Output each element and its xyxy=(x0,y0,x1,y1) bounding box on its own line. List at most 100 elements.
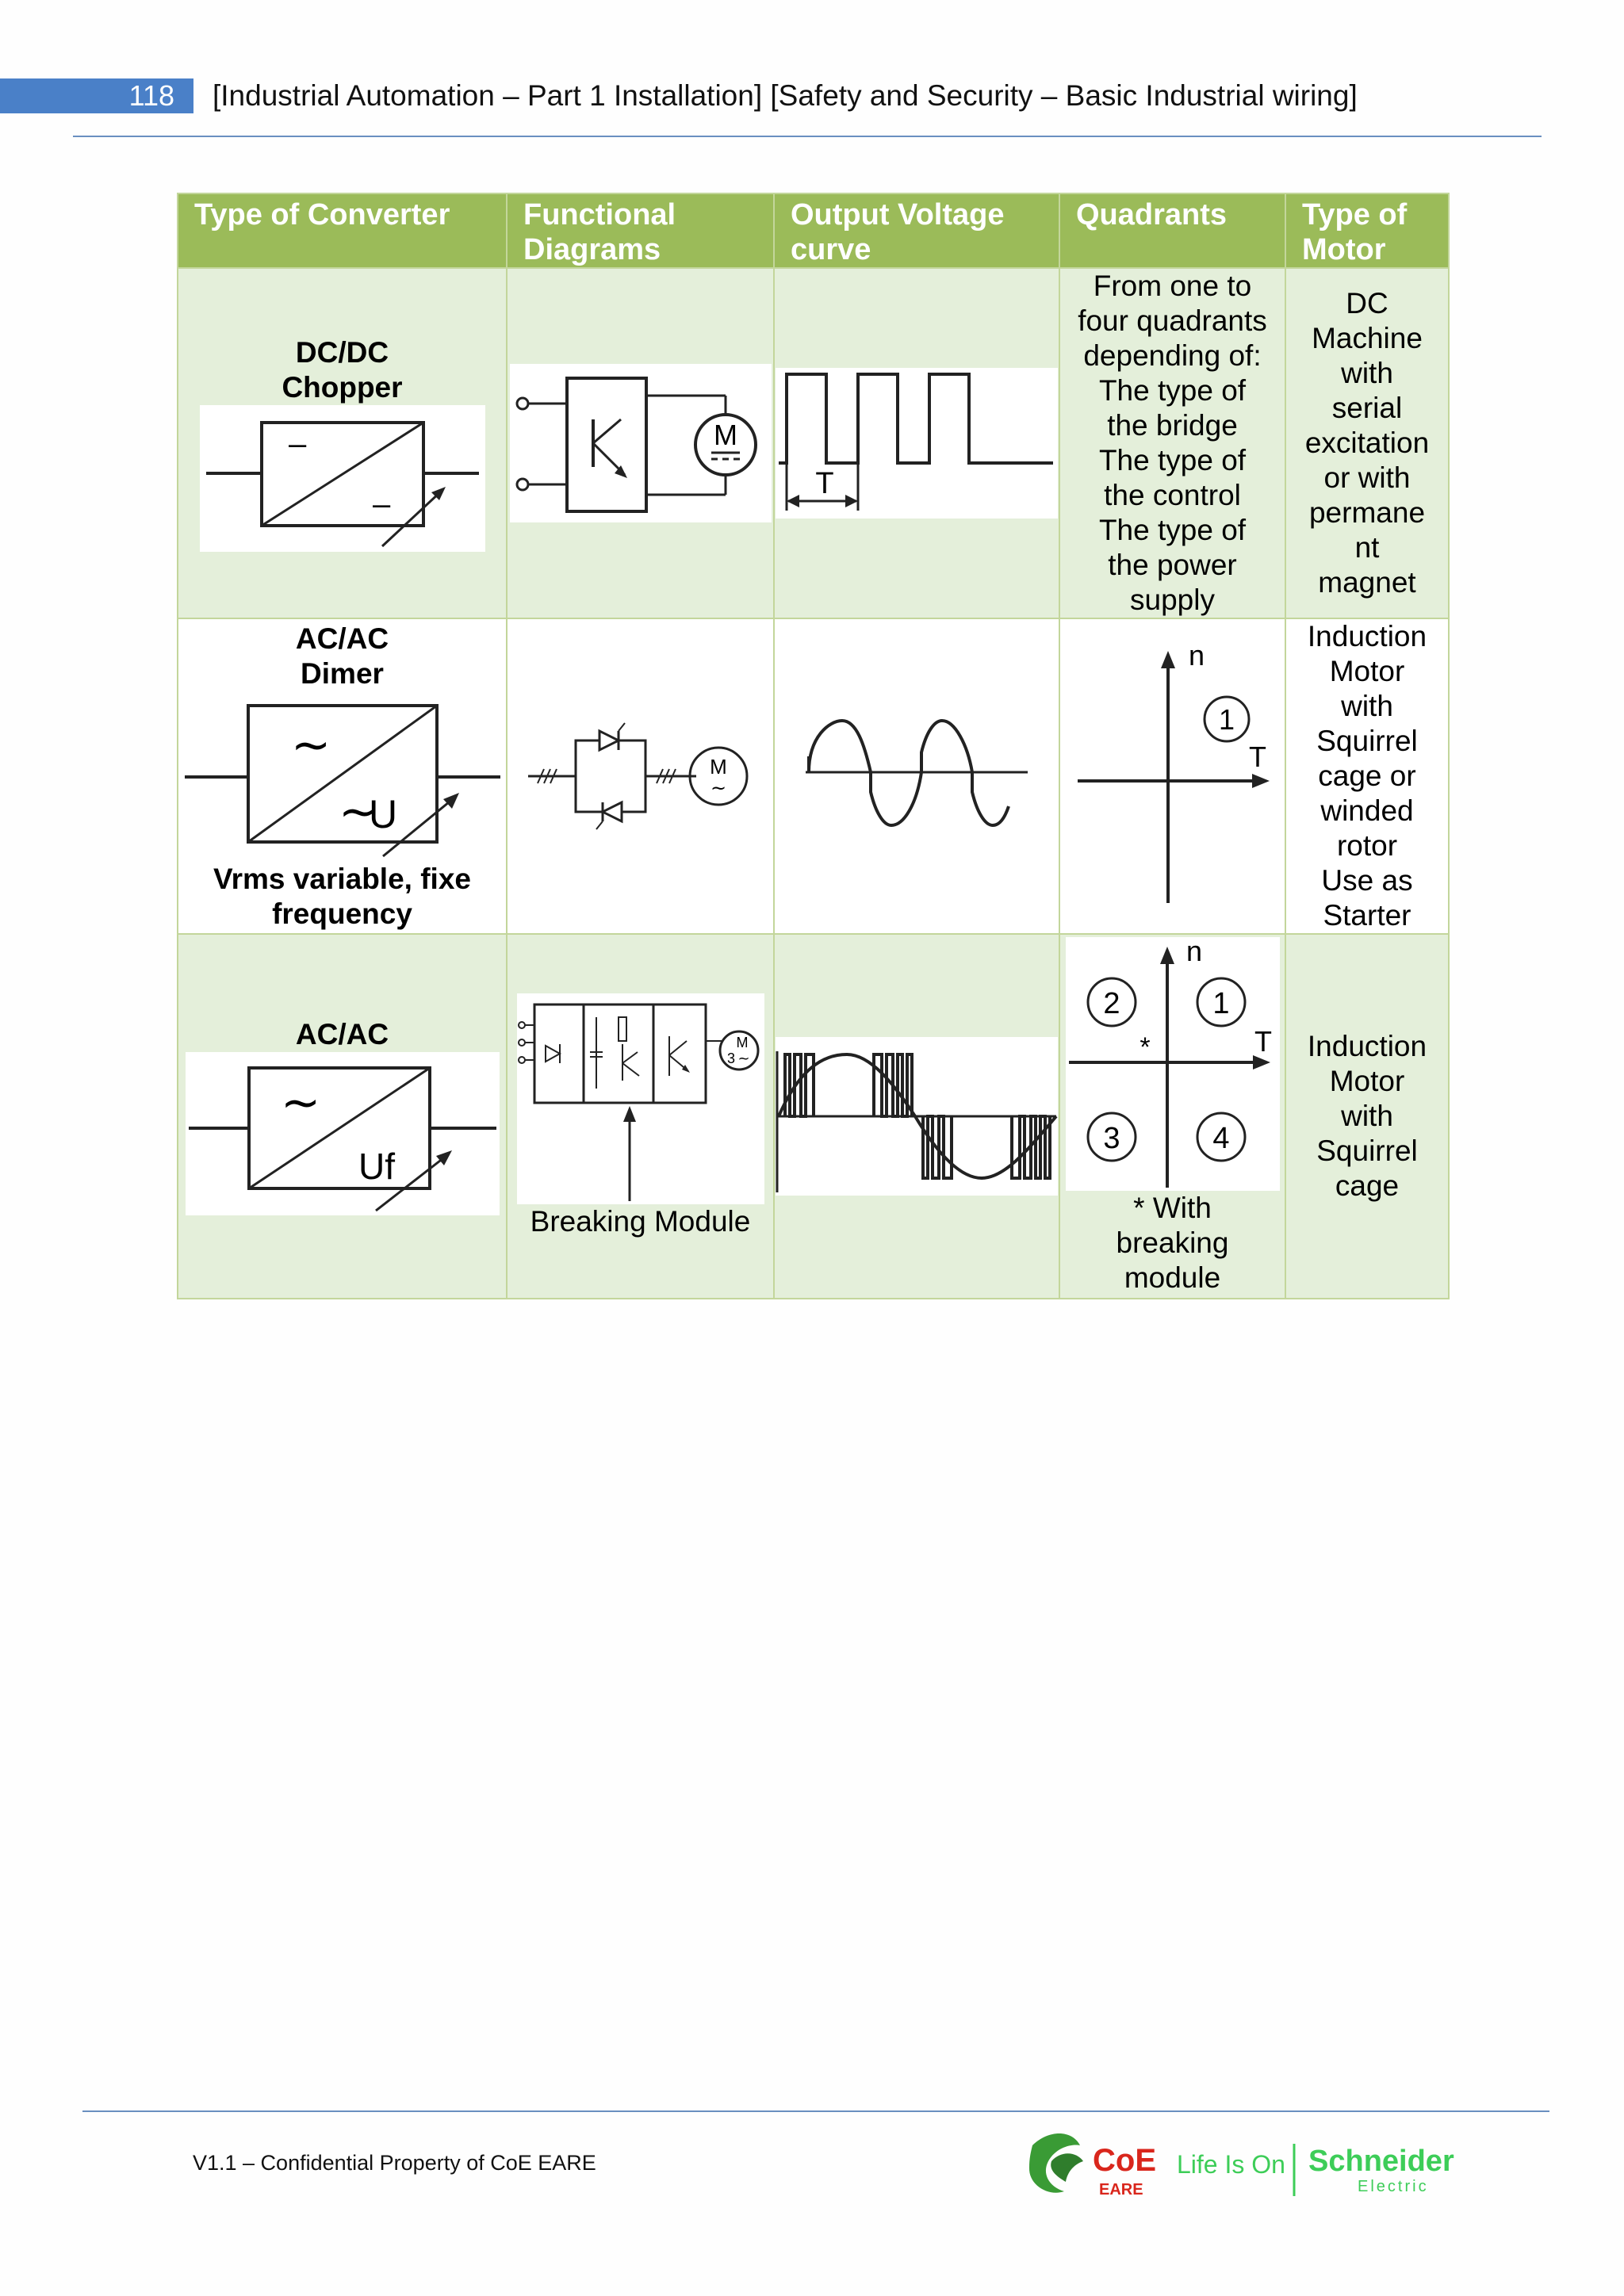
minus-symbol-top: – xyxy=(289,427,307,461)
quadrants-cell: n T 1 xyxy=(1059,618,1286,935)
motor-label: M xyxy=(714,419,737,451)
quadrant-1-label: 1 xyxy=(1218,703,1234,736)
tilde-symbol-out: ~ xyxy=(339,784,378,840)
motor-line: with xyxy=(1341,357,1393,389)
motor-line: Machine xyxy=(1312,322,1423,354)
quadrants-note: * With xyxy=(1133,1192,1212,1224)
functional-diagram-cell: M 3 ~ Breaking Module xyxy=(506,933,775,1299)
converter-type: AC/AC xyxy=(295,622,389,655)
chopper-circuit-diagram: M xyxy=(509,364,772,522)
motor-line: DC xyxy=(1346,287,1388,320)
motor-line: cage xyxy=(1335,1169,1400,1202)
quadrants-line: the control xyxy=(1104,479,1241,511)
motor-line: serial xyxy=(1331,392,1403,424)
col-header-motor: Type of Motor xyxy=(1285,193,1450,269)
quadrants-line: the bridge xyxy=(1107,409,1238,442)
quadrants-note: module xyxy=(1124,1261,1221,1294)
ac-tilde-label: ~ xyxy=(737,1050,749,1067)
square-wave-curve: T xyxy=(776,368,1058,519)
quadrant-3-label: 3 xyxy=(1103,1122,1120,1155)
converter-cell: AC/AC Dimer ~ ~ U Vrms variable, fixe fr… xyxy=(177,618,508,935)
motor-line: with xyxy=(1341,1100,1393,1132)
quadrant-4-label: 4 xyxy=(1212,1122,1229,1155)
motor-line: winded xyxy=(1320,794,1414,827)
phase-cut-sine-curve xyxy=(806,718,1028,828)
quadrants-line: the power xyxy=(1108,549,1237,581)
table-row: DC/DC Chopper – – xyxy=(177,267,1450,619)
motor-cell: DC Machine with serial excitation or wit… xyxy=(1285,267,1450,619)
tilde-symbol-in: ~ xyxy=(291,718,331,773)
output-curve-cell xyxy=(773,618,1060,935)
electric-wordmark: Electric xyxy=(1358,2178,1429,2195)
motor-line: Induction xyxy=(1307,620,1427,652)
motor-line: Squirrel xyxy=(1316,725,1418,757)
quadrants-line: From one to xyxy=(1093,270,1252,302)
motor-label: M xyxy=(736,1035,748,1050)
coe-eare-logo: CoE EARE xyxy=(1028,2133,1156,2198)
quadrants-line: The type of xyxy=(1098,444,1247,476)
converter-subtype: Chopper xyxy=(282,370,403,404)
quadrant-1-label: 1 xyxy=(1212,987,1229,1020)
motor-line: Motor xyxy=(1329,1065,1405,1097)
motor-line: excitation xyxy=(1304,427,1430,459)
quadrants-cell: n T * 2 1 3 4 * With breaking module xyxy=(1059,933,1286,1299)
speed-axis-label: n xyxy=(1189,639,1205,672)
four-quadrant-diagram: n T * 2 1 3 4 xyxy=(1065,937,1280,1191)
header-divider xyxy=(73,136,1542,137)
converter-note: Vrms variable, fixe xyxy=(213,862,471,895)
life-is-on-tagline: Life Is On xyxy=(1177,2150,1285,2179)
schneider-electric-logo: Life Is On Schneider Electric xyxy=(1177,2144,1454,2196)
quadrants-line: four quadrants xyxy=(1078,304,1267,337)
quadrants-line: The type of xyxy=(1098,374,1247,407)
motor-line: or with xyxy=(1323,461,1411,494)
voltage-frequency-label: Uf xyxy=(358,1146,395,1187)
motor-label: M xyxy=(710,755,727,779)
footer-text: V1.1 – Confidential Property of CoE EARE xyxy=(193,2151,596,2175)
torque-axis-label: T xyxy=(1249,740,1266,773)
schneider-wordmark: Schneider xyxy=(1308,2145,1454,2178)
dc-dc-chopper-block-symbol: – – xyxy=(199,404,485,552)
col-header-quadrants: Quadrants xyxy=(1059,193,1286,269)
converter-table: Type of Converter Functional Diagrams Ou… xyxy=(177,193,1450,1299)
footer-divider xyxy=(82,2110,1549,2112)
motor-line: cage or xyxy=(1318,760,1416,792)
table-row: AC/AC ~ Uf xyxy=(177,933,1450,1299)
dimmer-thyristor-diagram: M ~ xyxy=(527,722,748,830)
tilde-symbol-in: ~ xyxy=(281,1075,320,1131)
coe-leaf-icon xyxy=(1028,2133,1080,2193)
converter-type: DC/DC xyxy=(295,335,389,369)
quadrants-line: supply xyxy=(1130,584,1215,616)
ac-ac-inverter-block-symbol: ~ Uf xyxy=(185,1052,500,1215)
table-row: AC/AC Dimer ~ ~ U Vrms variable, fixe fr… xyxy=(177,618,1450,935)
voltage-u-label: U xyxy=(369,792,397,836)
converter-note: frequency xyxy=(272,897,412,930)
minus-symbol-bottom: – xyxy=(373,487,391,522)
one-quadrant-diagram: n T 1 xyxy=(1077,639,1270,903)
motor-line: permane xyxy=(1308,496,1426,529)
converter-cell: AC/AC ~ Uf xyxy=(177,933,508,1299)
functional-diagram-cell: M ~ xyxy=(506,618,775,935)
col-header-functional: Functional Diagrams xyxy=(506,193,775,269)
output-curve-cell xyxy=(773,933,1060,1299)
breaking-module-label: Breaking Module xyxy=(530,1205,751,1238)
eare-wordmark: EARE xyxy=(1099,2181,1143,2198)
motor-line: Use as xyxy=(1321,864,1413,897)
motor-line: Starter xyxy=(1323,899,1411,932)
coe-wordmark: CoE xyxy=(1093,2143,1156,2178)
converter-subtype: Dimer xyxy=(301,656,384,690)
speed-axis-label: n xyxy=(1186,937,1202,967)
period-label: T xyxy=(815,467,833,500)
table-header-row: Type of Converter Functional Diagrams Ou… xyxy=(177,193,1450,269)
motor-line: magnet xyxy=(1318,566,1416,599)
quadrants-cell: From one to four quadrants depending of:… xyxy=(1059,267,1286,619)
page-number: 118 xyxy=(0,78,193,113)
converter-type: AC/AC xyxy=(295,1018,389,1050)
motor-cell: Induction Motor with Squirrel cage xyxy=(1285,933,1450,1299)
pwm-sine-curve xyxy=(776,1037,1058,1196)
motor-line: rotor xyxy=(1336,829,1398,862)
quadrants-line: depending of: xyxy=(1083,339,1262,372)
col-header-converter: Type of Converter xyxy=(177,193,508,269)
motor-line: Motor xyxy=(1329,655,1405,687)
header-title: [Industrial Automation – Part 1 Installa… xyxy=(213,79,1358,112)
motor-line: nt xyxy=(1354,531,1380,564)
